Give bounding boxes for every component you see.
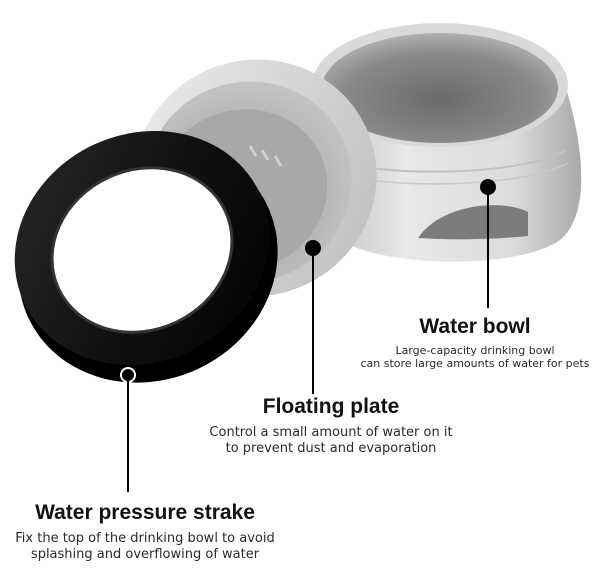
floating-plate-desc-line2: to prevent dust and evaporation xyxy=(225,441,437,456)
water-bowl-desc-line2: can store large amounts of water for pet… xyxy=(360,357,590,370)
water-bowl-description: Large-capacity drinking bowl can store l… xyxy=(350,344,600,370)
floating-plate-description: Control a small amount of water on it to… xyxy=(176,425,486,457)
pressure-strake-description: Fix the top of the drinking bowl to avoi… xyxy=(0,531,290,563)
pressure-strake-desc-line1: Fix the top of the drinking bowl to avoi… xyxy=(15,531,275,546)
floating-plate-title: Floating plate xyxy=(262,395,400,418)
pressure-strake-label: Water pressure strake Fix the top of the… xyxy=(0,500,290,563)
pressure-strake-title: Water pressure strake xyxy=(35,501,255,524)
floating-plate-desc-line1: Control a small amount of water on it xyxy=(209,425,453,440)
water-bowl-desc-line1: Large-capacity drinking bowl xyxy=(395,344,555,357)
pressure-ring-shape xyxy=(14,130,278,492)
water-bowl-label: Water bowl Large-capacity drinking bowl … xyxy=(350,314,600,370)
pressure-strake-desc-line2: splashing and overflowing of water xyxy=(30,547,260,562)
water-bowl-title: Water bowl xyxy=(419,315,531,338)
floating-plate-label: Floating plate Control a small amount of… xyxy=(176,394,486,457)
